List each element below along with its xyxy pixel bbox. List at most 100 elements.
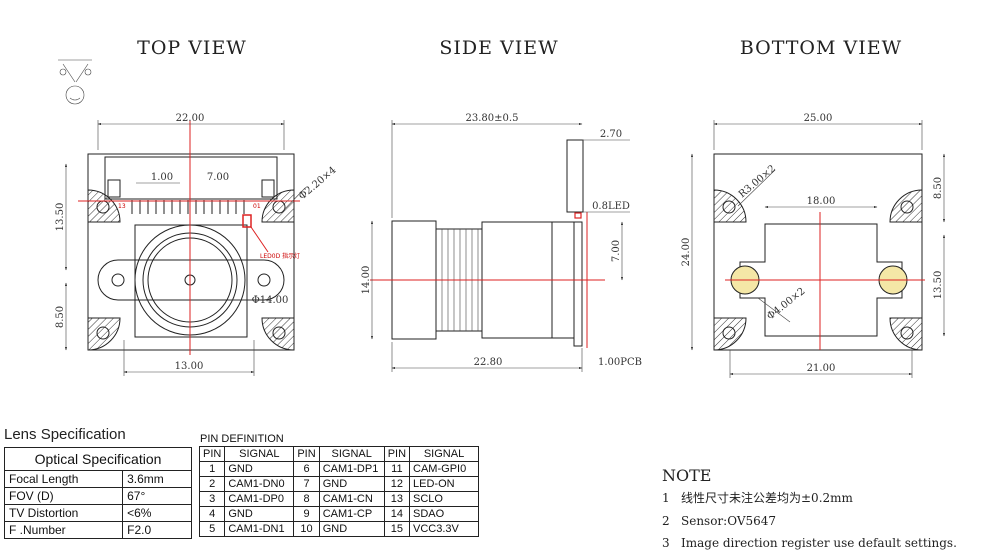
lens-dia-dim: Φ14.00	[252, 295, 289, 306]
note-line: 1 线性尺寸未注公差均为±0.2mm	[662, 489, 957, 506]
bottom-bottom-width-dim: 21.00	[807, 363, 836, 374]
col-header: SIGNAL	[409, 446, 480, 462]
pin13-label: 13	[118, 203, 126, 210]
side-connector	[566, 139, 584, 213]
led-marker	[242, 214, 252, 228]
pin-cell: 14	[383, 506, 411, 522]
bottom-width-dim: 25.00	[804, 113, 833, 124]
pin-def-title: PIN DEFINITION	[200, 433, 284, 445]
led-dim: 0.8LED	[592, 201, 630, 212]
pin-cell: 10	[293, 521, 320, 537]
top-view-drawing: LED0D 指示灯 22.00 13.50 8.50 1.00 7.00 13 …	[55, 113, 339, 376]
spec-value: <6%	[122, 504, 192, 522]
pin-cell: 6	[293, 461, 320, 477]
col-header: PIN	[198, 446, 226, 462]
col-header: SIGNAL	[224, 446, 295, 462]
pin-cell: 4	[198, 506, 226, 522]
pcb-thick-dim: 2.70	[600, 129, 622, 140]
note-text: Sensor:OV5647	[681, 514, 777, 528]
pitch2-dim: 7.00	[207, 172, 229, 183]
signal-cell: GND	[318, 476, 385, 492]
signal-cell: LED-ON	[409, 476, 480, 492]
signal-cell: CAM1-DN0	[224, 476, 295, 492]
bottom-left-h-dim: 24.00	[681, 238, 692, 267]
side-right-dim: 7.00	[611, 240, 622, 262]
spec-label: Focal Length	[3, 470, 124, 488]
top-view-title: TOP VIEW	[137, 37, 247, 59]
side-view-title: SIDE VIEW	[439, 37, 558, 59]
lens-spec-title: Lens Specification	[4, 426, 126, 443]
lens-mount-ears	[97, 259, 285, 301]
top-height-dim: 13.50	[55, 203, 66, 232]
col-header: PIN	[293, 446, 320, 462]
signal-cell: CAM1-CN	[318, 491, 385, 507]
pin-cell: 9	[293, 506, 320, 522]
col-header: SIGNAL	[318, 446, 385, 462]
pitch1-dim: 1.00	[151, 172, 173, 183]
pin-cell: 1	[198, 461, 226, 477]
side-lens-len-dim: 22.80	[474, 357, 503, 368]
signal-cell: CAM1-DP0	[224, 491, 295, 507]
note-number: 1	[662, 491, 670, 505]
side-led	[574, 212, 582, 219]
bottom-sensor-area	[739, 223, 903, 337]
top-bottom-width-dim: 13.00	[175, 361, 204, 372]
bottom-view-title: BOTTOM VIEW	[740, 37, 902, 59]
note-title: NOTE	[662, 466, 712, 485]
led-label: LED0D 指示灯	[260, 252, 300, 260]
note-line: 3 Image direction register use default se…	[662, 536, 957, 550]
projection-symbol-icon	[58, 59, 92, 105]
bottom-pcb-outline	[713, 153, 923, 351]
signal-cell: CAM1-DP1	[318, 461, 385, 477]
spec-label: FOV (D)	[3, 487, 124, 505]
side-height-dim: 14.00	[361, 266, 372, 295]
note-line: 2 Sensor:OV5647	[662, 514, 957, 528]
note-number: 3	[662, 536, 670, 550]
bottom-view-drawing: 25.00 R3.00×2 18.00 8.50 13.50 24.00 Φ4.…	[681, 113, 946, 378]
spec-label: F .Number	[3, 521, 124, 539]
note-text: Image direction register use default set…	[681, 536, 957, 550]
pin-cell: 8	[293, 491, 320, 507]
side-pcb	[573, 221, 583, 347]
pin01-label: 01	[253, 203, 261, 210]
note-number: 2	[662, 514, 670, 528]
pin-cell: 2	[198, 476, 226, 492]
top-width-dim: 22.00	[176, 113, 205, 124]
bottom-right-h-dim: 13.50	[933, 271, 944, 300]
pcb-dim: 1.00PCB	[598, 357, 642, 368]
bottom-inner-dim: 18.00	[807, 196, 836, 207]
pin-cell: 3	[198, 491, 226, 507]
corner-hole-tl	[87, 189, 121, 223]
bottom-radius-dim: R3.00×2	[737, 163, 778, 200]
pin-definition: PIN DEFINITION PIN SIGNAL PIN SIGNAL PIN…	[198, 433, 480, 537]
bottom-right-top-dim: 8.50	[933, 177, 944, 199]
pin-cell: 7	[293, 476, 320, 492]
pin-cell: 5	[198, 521, 226, 537]
note-text: 线性尺寸未注公差均为±0.2mm	[681, 491, 853, 505]
top-connector	[104, 156, 278, 200]
top-hole-dim: Φ2.20×4	[297, 165, 339, 202]
pin-cell: 11	[383, 461, 411, 477]
corner-hole-br	[261, 317, 295, 351]
lens-spec-header: Optical Specification	[4, 447, 192, 471]
signal-cell: CAM1-CP	[318, 506, 385, 522]
pin-cell: 12	[383, 476, 411, 492]
lens-specification: Lens Specification Optical Specification…	[3, 426, 192, 539]
signal-cell: GND	[318, 521, 385, 537]
table-row: FOV (D)67°	[3, 487, 192, 505]
connector-pins	[131, 200, 245, 214]
side-view-drawing: 23.80±0.5 2.70 0.8LED 14.00 7.00 22.80 1…	[361, 113, 642, 372]
top-pcb-outline	[87, 153, 295, 351]
corner-hole-bl	[87, 317, 121, 351]
top-lower-dim: 8.50	[55, 306, 66, 328]
col-header: PIN	[383, 446, 411, 462]
signal-cell: GND	[224, 506, 295, 522]
bottom-hole-dim: Φ4.00×2	[765, 286, 807, 323]
